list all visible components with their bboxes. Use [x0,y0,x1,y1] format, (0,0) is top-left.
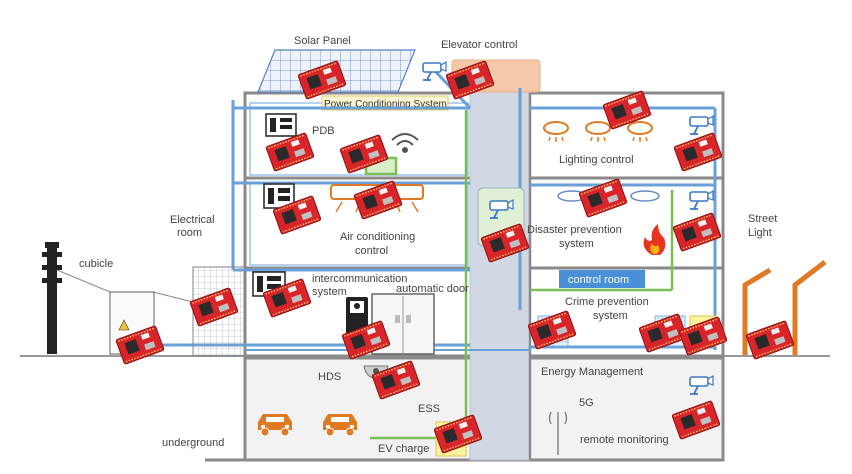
board-icon [527,309,577,351]
camera-icon [689,115,714,135]
control-room-label: control room [568,274,629,286]
fire-icon [643,224,666,255]
elevator-control-label: Elevator control [441,39,517,51]
electrical-room-label-1: Electrical [170,214,215,226]
antenna-icon [548,411,568,455]
disaster-prevention-label-2: system [559,238,594,250]
board-icon [745,319,795,361]
lamp-icon [543,121,569,143]
wifi-icon [391,133,419,153]
street-light-label-2: Light [748,227,772,239]
camera-icon [689,190,714,210]
hds-label: HDS [318,371,341,383]
pdb-label: PDB [312,125,335,137]
energy-management-label: Energy Management [541,366,643,378]
lamp-icon [627,121,653,143]
street-light-label-1: Street [748,213,777,225]
cubicle-wire-2 [152,291,194,303]
power-conditioning-label: Power Conditioning System [324,99,447,110]
warning-icon [118,319,130,331]
cubicle-label: cubicle [79,258,113,270]
street-light-icon [742,260,827,355]
cubicle-pole-icon [42,242,62,354]
board-icon [678,315,728,357]
disaster-prevention-label-1: Disaster prevention [527,224,622,236]
air-conditioning-label-1: Air conditioning [340,231,415,243]
board-icon [265,131,315,173]
electrical-room-label-2: room [177,227,202,239]
cubicle-wire [56,269,111,293]
ev-charge-label: EV charge [378,443,429,455]
ess-label: ESS [418,403,440,415]
board-icon [602,89,652,131]
lamp-icon [585,121,611,143]
crime-prevention-label-1: Crime prevention [565,296,649,308]
control-room-box [559,270,645,288]
fiveg-label: 5G [579,397,594,409]
intercommunication-label-2: system [312,286,347,298]
pdb-icon [265,113,297,137]
automatic-door-label: automatic door [396,283,469,295]
lighting-control-label: Lighting control [559,154,634,166]
remote-monitoring-label: remote monitoring [580,434,669,446]
power-lines [364,110,674,440]
crime-prevention-label-2: system [593,310,628,322]
air-conditioning-label-2: control [355,245,388,257]
intercommunication-label-1: intercommunication [312,273,407,285]
underground-label: underground [162,437,224,449]
solar-panel-label: Solar Panel [294,35,351,47]
